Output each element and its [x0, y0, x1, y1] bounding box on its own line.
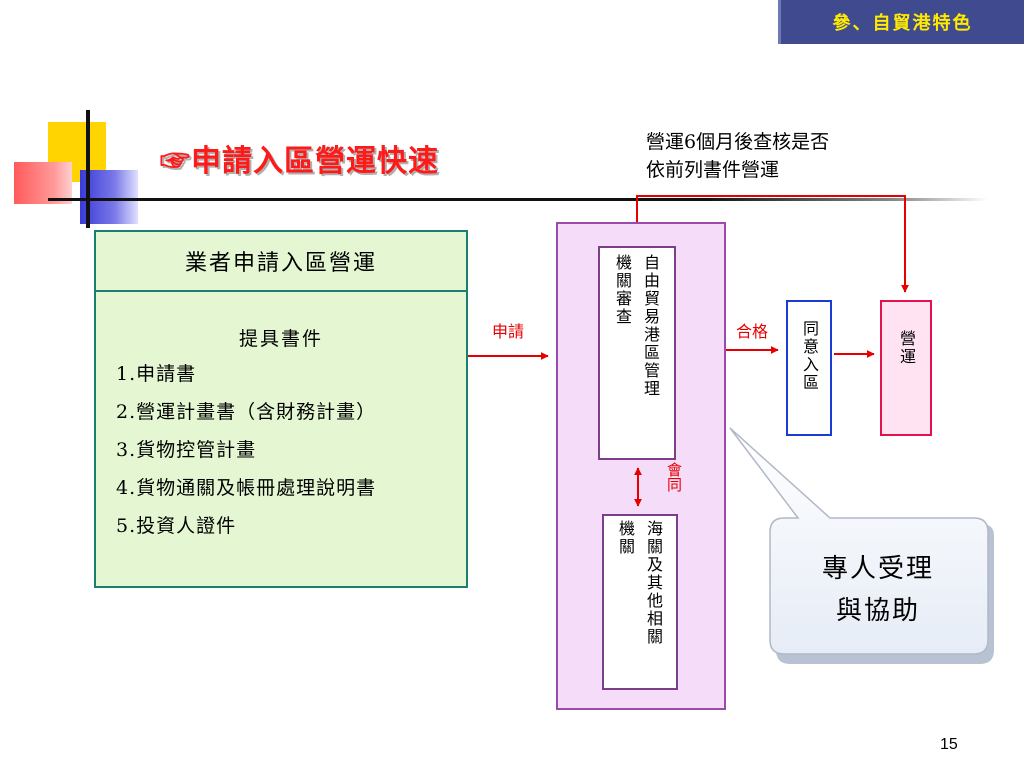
page-number: 15: [940, 736, 958, 753]
section-tag-label: 參、自貿港特色: [832, 13, 973, 34]
ftz-authority-label: 自由貿易港區管理: [641, 254, 660, 398]
documents-list: 1.申請書 2.營運計畫書（含財務計畫） 3.貨物控管計畫 4.貨物通關及帳冊處…: [116, 362, 376, 552]
page-title: ☞申請入區營運快速: [160, 144, 439, 179]
customs-box: [602, 514, 678, 690]
document-item: 1.申請書: [116, 363, 197, 385]
documents-heading: 提具書件: [238, 328, 323, 350]
document-item: 3.貨物控管計畫: [116, 439, 257, 461]
document-item: 2.營運計畫書（含財務計畫）: [116, 401, 377, 423]
callout-line: 與協助: [835, 596, 920, 626]
document-item: 4.貨物通關及帳冊處理說明書: [116, 477, 377, 499]
callout-line: 專人受理: [821, 554, 934, 584]
customs-agency-label: 機關: [616, 520, 635, 556]
approve-entry-box: [786, 300, 832, 436]
operate-label: 營運: [897, 330, 916, 366]
apply-arrow-label: 申請: [492, 322, 525, 341]
logo-square-red: [14, 162, 72, 204]
audit-arrow: [636, 195, 909, 293]
applicant-panel-header: 業者申請入區營運: [96, 232, 466, 292]
pass-arrow-label: 合格: [736, 322, 769, 341]
audit-note-line: 營運6個月後查核是否: [646, 131, 830, 153]
customs-label: 海關及其他相關: [644, 520, 663, 646]
joint-arrow-label: 會同: [665, 462, 683, 492]
audit-note-line: 依前列書件營運: [646, 159, 780, 181]
approve-entry-label: 同意入區: [800, 320, 819, 392]
audit-note: 營運6個月後查核是否 依前列書件營運: [646, 128, 829, 184]
ftz-review-label: 機關審查: [613, 254, 632, 326]
applicant-panel: 業者申請入區營運 提具書件 1.申請書 2.營運計畫書（含財務計畫） 3.貨物控…: [94, 230, 468, 588]
ftz-authority-box: [598, 246, 676, 460]
logo-vertical-line: [86, 110, 90, 228]
title-underline: [48, 198, 988, 201]
callout-bubble: [729, 427, 989, 655]
operate-box: [880, 300, 932, 436]
section-tag: 參、自貿港特色: [778, 0, 1024, 44]
document-item: 5.投資人證件: [116, 515, 237, 537]
callout-text: 專人受理 與協助: [778, 548, 978, 632]
